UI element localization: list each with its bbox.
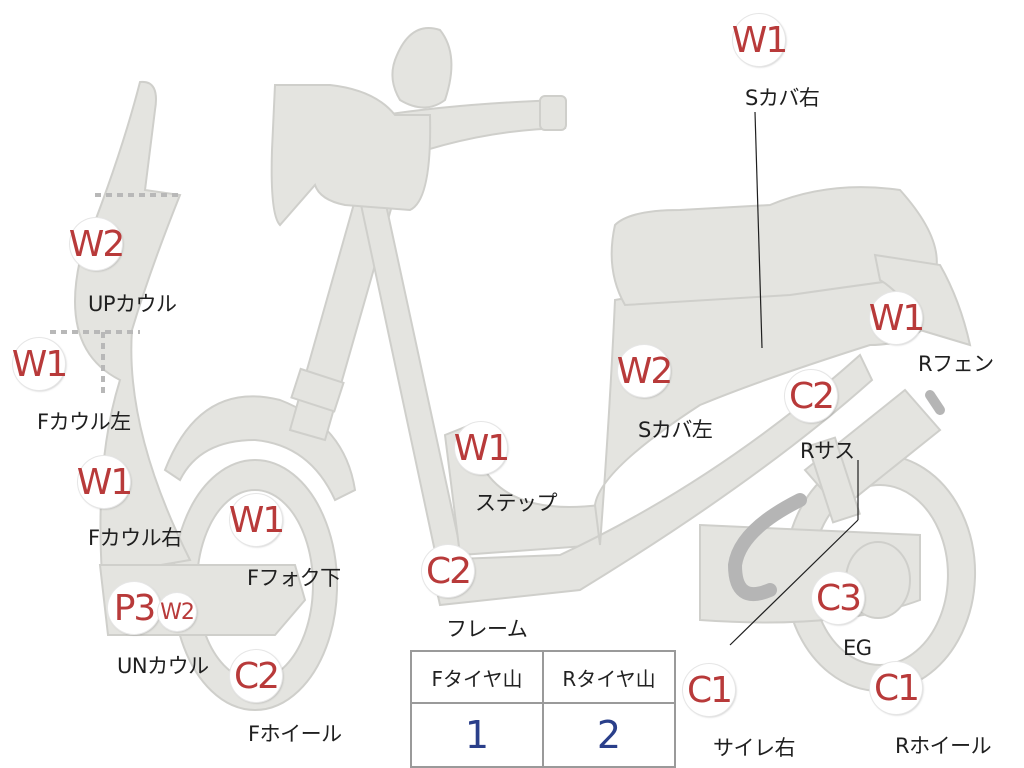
fork-clamp [290,367,345,413]
cowl-seam-lines [50,193,180,395]
headlight-housing [270,84,432,227]
label-un-cowl: UNカウル [117,654,209,678]
label-up-cowl: UPカウル [88,292,177,316]
badge-f-wheel: C2 [230,650,282,702]
badge-frame: C2 [422,545,474,597]
leader-lines [729,111,859,646]
handle-grip [539,95,567,131]
main-frame [428,353,874,607]
badge-s-cover-left: W2 [617,345,673,397]
badge-engine: C3 [812,572,864,624]
tire-tread-table: Fタイヤ山 Rタイヤ山 1 2 [410,650,676,768]
label-r-fender: Rフェン [918,352,994,376]
exhaust-pipe [727,493,807,601]
badge-f-fork-lower: W1 [229,494,285,546]
label-engine: EG [843,636,872,660]
rear-tire-header: Rタイヤ山 [542,650,676,704]
badge-r-wheel: C1 [870,662,922,714]
label-silencer-right: サイレ右 [713,736,796,760]
label-f-cowl-left: Fカウル左 [37,410,131,434]
shock-absorber [807,436,861,524]
front-tire-header: Fタイヤ山 [410,650,544,704]
badge-step: W1 [454,422,510,474]
label-r-suspension: Rサス [800,439,855,463]
label-f-fork-lower: Fフォク下 [247,566,341,590]
front-tire-value: 1 [410,702,544,768]
badge-un-cowl-w2: W2 [158,593,196,631]
label-frame: フレーム [446,617,528,641]
label-f-cowl-right: Fカウル右 [88,526,182,550]
label-s-cover-right: Sカバ右 [745,86,820,110]
label-r-wheel: Rホイール [895,734,992,758]
rear-tire-value: 2 [542,702,676,768]
label-step: ステップ [475,491,558,515]
badge-s-cover-right: W1 [732,14,788,66]
seat [610,186,938,307]
badge-r-suspension: C2 [785,370,837,422]
rear-frame-tube [358,199,467,577]
badge-f-cowl-left: W1 [12,338,68,390]
badge-f-cowl-right: W1 [77,456,133,508]
badge-up-cowl: W2 [69,218,125,270]
exhaust-tip [925,390,945,415]
badge-silencer-right: C1 [683,664,735,716]
rear-fender [873,253,972,347]
mirror [391,27,453,109]
badge-r-fender: W1 [869,292,925,344]
label-s-cover-left: Sカバ左 [638,418,713,442]
badge-un-cowl-p3: P3 [108,582,160,634]
label-f-wheel: Fホイール [248,722,342,746]
